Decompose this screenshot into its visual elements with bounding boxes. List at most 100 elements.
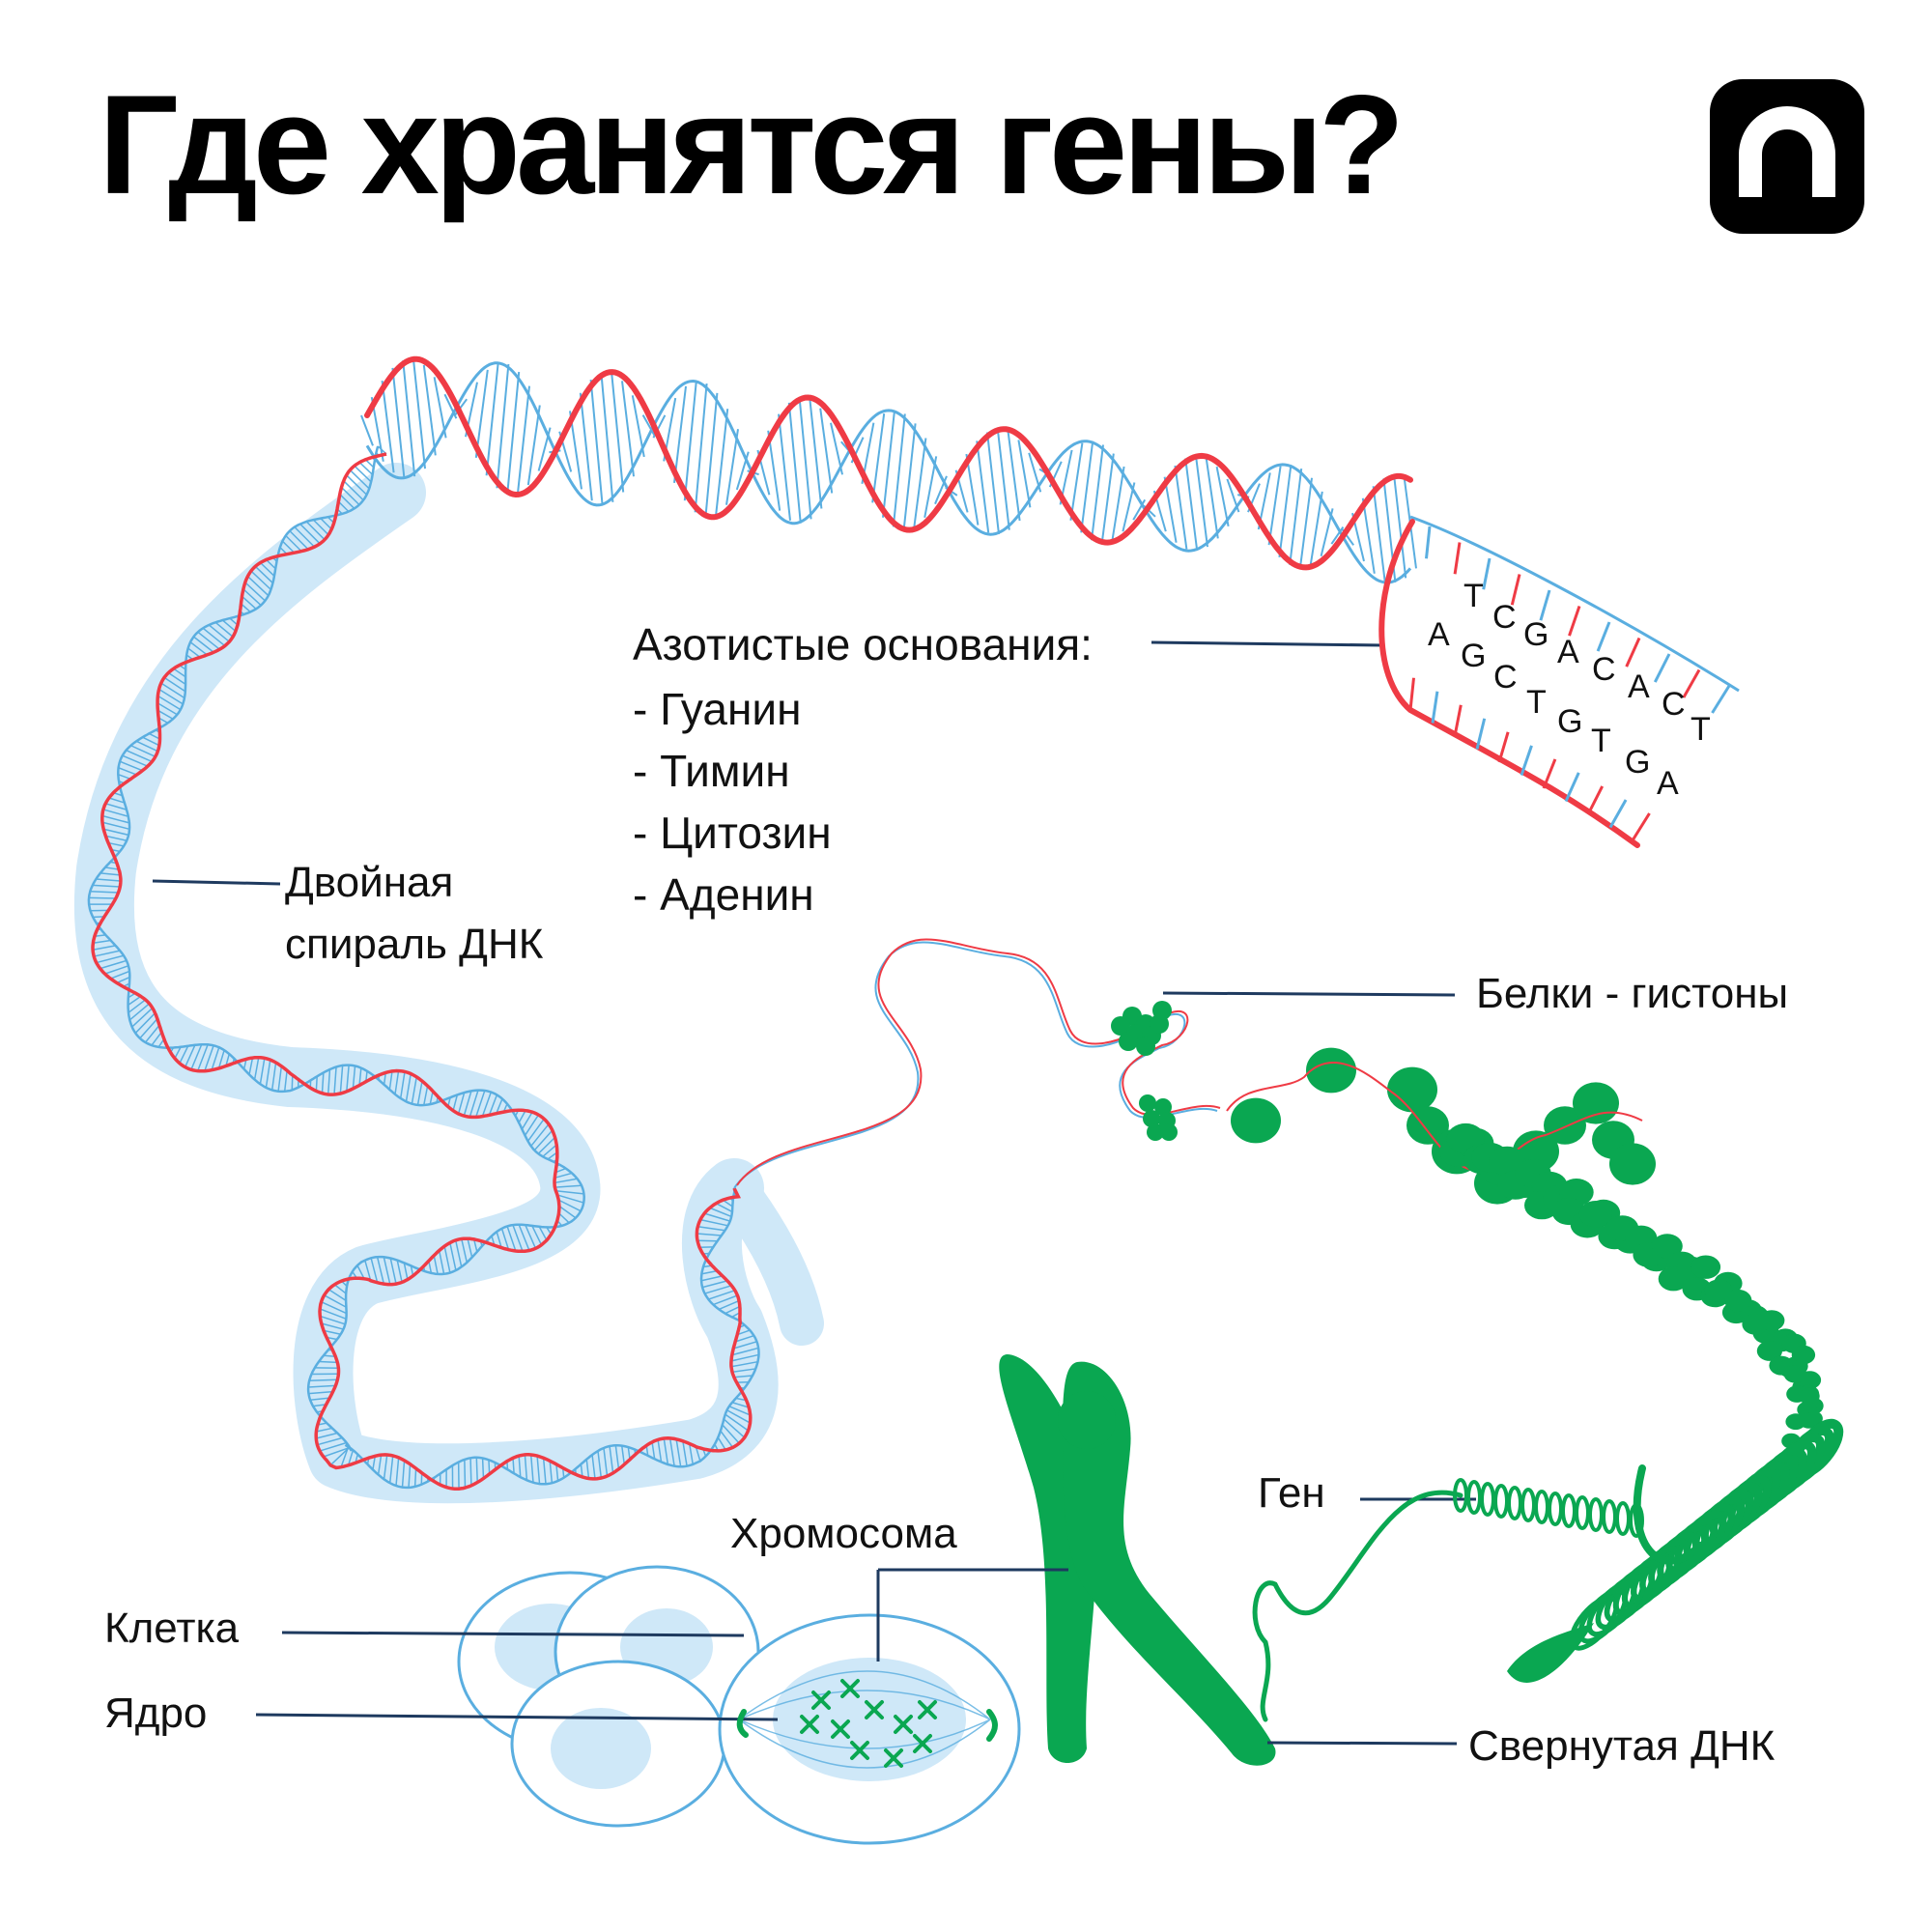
- winding-helix-rung: [580, 1463, 583, 1478]
- helix-rung: [433, 377, 447, 439]
- winding-helix-rung: [614, 1445, 620, 1469]
- coil-segment: [1633, 1464, 1704, 1565]
- double-helix-label-line1: Двойная: [285, 859, 454, 906]
- ladder-rung: [1682, 668, 1701, 698]
- helix-rung: [1267, 466, 1282, 546]
- winding-helix-rung: [197, 631, 220, 650]
- coil-end: [1507, 1623, 1594, 1683]
- winding-helix-rung: [128, 995, 142, 1007]
- winding-helix-rung: [315, 1076, 318, 1092]
- base-letter-top: G: [1523, 616, 1548, 653]
- helix-strand-blue: [365, 361, 1412, 584]
- helix-rung: [611, 373, 625, 493]
- helix-rung: [589, 379, 604, 505]
- nucleus-chromosomes: [800, 1679, 937, 1768]
- winding-helix-rung: [341, 486, 360, 506]
- ladder-rung: [1564, 772, 1580, 803]
- helix-rung: [694, 383, 708, 513]
- winding-helix-rung: [316, 1427, 332, 1433]
- winding-helix-rung: [211, 1047, 220, 1070]
- winding-helix-rung: [193, 636, 214, 653]
- winding-helix-rung: [464, 1459, 467, 1489]
- helix-rung: [1299, 477, 1313, 568]
- winding-helix-rung: [320, 1315, 346, 1325]
- winding-helix-rung: [433, 1255, 439, 1275]
- double-helix-label-line2: спираль ДНК: [285, 921, 544, 968]
- winding-helix-rung: [281, 540, 296, 554]
- winding-helix-rung: [131, 1007, 154, 1028]
- winding-helix-rung: [715, 1203, 733, 1213]
- winding-helix-rung: [512, 1224, 524, 1252]
- winding-helix-rung: [475, 1457, 478, 1483]
- thread-red: [736, 938, 1221, 1186]
- winding-helix-rung: [160, 682, 185, 699]
- winding-helix-rung: [105, 803, 128, 810]
- winding-helix-rung: [356, 1264, 365, 1280]
- ladder-rung: [1568, 606, 1581, 637]
- nucleosome: [1306, 1047, 1356, 1094]
- winding-helix-rung: [734, 1334, 754, 1343]
- winding-helix-rung: [521, 1111, 533, 1130]
- winding-helix-rung: [708, 1290, 736, 1300]
- winding-helix-rung: [319, 1360, 338, 1364]
- winding-helix-rung: [130, 745, 156, 758]
- winding-helix-rung: [388, 1455, 394, 1484]
- helix-rung: [1215, 466, 1230, 527]
- bases-list-item: - Цитозин: [633, 808, 832, 858]
- winding-helix-rung: [408, 1463, 412, 1488]
- winding-helix-rung: [663, 1437, 669, 1465]
- winding-helix-rung: [701, 1280, 728, 1289]
- mini-chromosome: [811, 1690, 831, 1710]
- winding-helix-rung: [443, 1245, 451, 1273]
- mini-chromosome: [894, 1715, 913, 1734]
- nucleosome: [1544, 1106, 1586, 1145]
- winding-helix-rung: [488, 1094, 498, 1116]
- winding-helix-rung: [187, 647, 201, 658]
- winding-helix-rung: [558, 1205, 577, 1219]
- winding-helix-rung: [118, 773, 131, 781]
- arch-n-icon: [1739, 106, 1835, 197]
- ladder-rung: [1542, 758, 1557, 789]
- winding-helix-rung: [105, 835, 128, 841]
- helix-strand-red: [364, 355, 1413, 571]
- winding-helix-rung: [157, 695, 182, 711]
- winding-helix-rung: [675, 1438, 682, 1467]
- winding-helix-rung: [299, 523, 321, 545]
- histone-cluster: [1111, 1001, 1656, 1205]
- helix-rung: [1372, 486, 1386, 582]
- winding-helix-rung: [457, 1092, 466, 1115]
- winding-helix-rung: [347, 1449, 355, 1466]
- nucleus-label: Ядро: [104, 1690, 208, 1737]
- chromosome-label: Хромосома: [730, 1510, 957, 1557]
- gene-turn: [1615, 1501, 1631, 1536]
- winding-helix-rung: [383, 1257, 391, 1285]
- cell-group: [457, 1565, 1021, 1845]
- winding-helix-rung: [731, 1402, 750, 1408]
- winding-helix-rung: [92, 945, 116, 952]
- page-title: Где хранятся гены?: [99, 66, 1405, 223]
- winding-helix-rung: [697, 1225, 725, 1232]
- winding-helix-rung: [118, 767, 137, 776]
- gene-turn: [1466, 1480, 1482, 1515]
- helix-hatching: [360, 359, 1417, 582]
- winding-helix-rung: [585, 1459, 590, 1479]
- ladder-rung: [1453, 704, 1463, 737]
- winding-helix-rung: [128, 999, 146, 1013]
- fiber-loop: [1652, 1234, 1683, 1259]
- histones-label: Белки - гистоны: [1476, 970, 1789, 1017]
- base-letter-top: A: [1628, 668, 1650, 705]
- winding-helix-rung: [104, 867, 120, 870]
- centrosome-left: [736, 1709, 749, 1738]
- fiber-loop: [1724, 1289, 1752, 1312]
- helix-rung: [1330, 526, 1345, 545]
- nucleosome: [1609, 1143, 1656, 1185]
- winding-helix-rung: [454, 1239, 463, 1267]
- mini-chromosome: [913, 1734, 932, 1753]
- winding-helix-rung: [260, 561, 275, 577]
- nucleosome: [1573, 1082, 1619, 1124]
- fiber-loop: [1791, 1345, 1816, 1365]
- winding-helix-rung: [449, 1242, 457, 1271]
- winding-helix-rung: [472, 1238, 478, 1253]
